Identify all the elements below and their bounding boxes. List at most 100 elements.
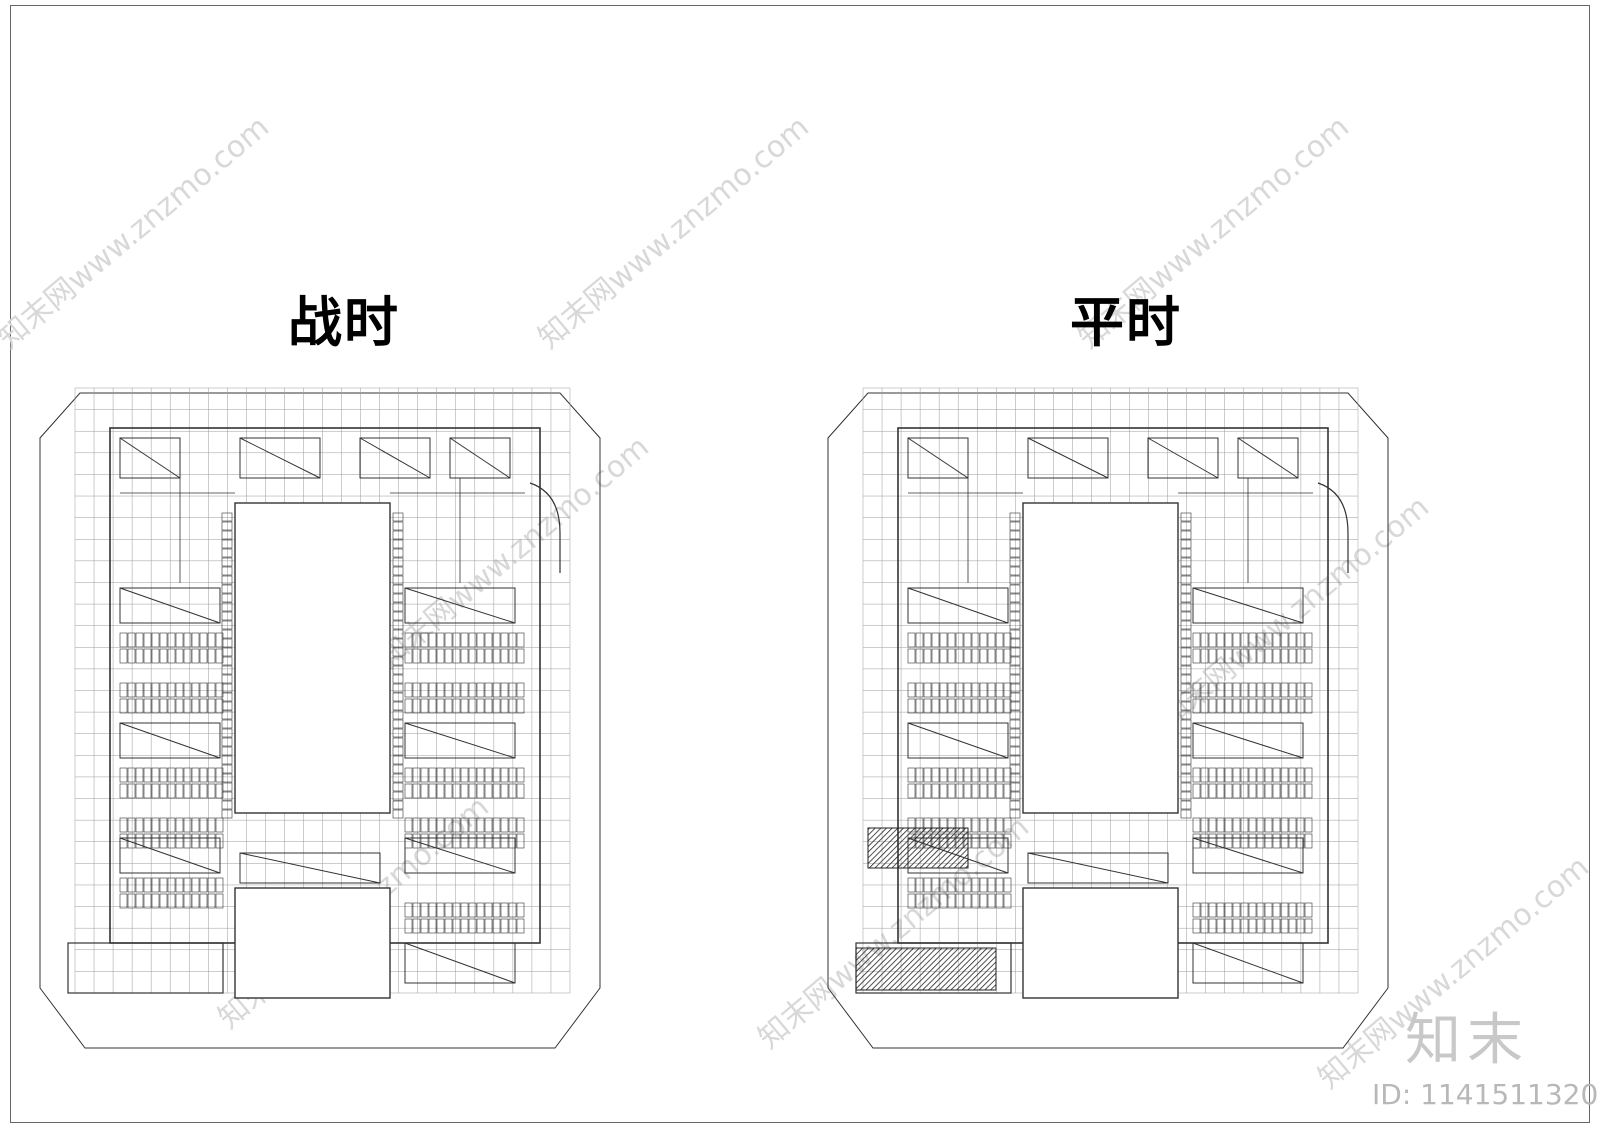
parking-stall — [404, 682, 413, 698]
parking-stall — [392, 683, 404, 693]
parking-stall — [183, 767, 192, 783]
parking-stall — [971, 783, 980, 799]
parking-stall — [907, 767, 916, 783]
parking-stall — [1224, 767, 1233, 783]
parking-stall — [183, 698, 192, 714]
parking-stall — [1192, 918, 1201, 934]
parking-stall — [404, 918, 413, 934]
parking-stall — [1180, 548, 1192, 558]
parking-stall — [1264, 783, 1273, 799]
parking-stall — [452, 833, 461, 849]
parking-stall — [119, 648, 128, 664]
parking-stall — [452, 698, 461, 714]
parking-stall — [1200, 632, 1209, 648]
central-courtyard — [1022, 502, 1179, 814]
parking-stall — [1180, 647, 1192, 657]
parking-stall — [1240, 817, 1249, 833]
parking-stall — [963, 783, 972, 799]
parking-stall — [1240, 767, 1249, 783]
parking-stall — [508, 632, 517, 648]
parking-stall — [1208, 902, 1217, 918]
parking-stall — [175, 632, 184, 648]
parking-stall — [1280, 767, 1289, 783]
parking-stall — [947, 767, 956, 783]
parking-stall — [987, 817, 996, 833]
parking-stall — [1280, 833, 1289, 849]
parking-stall — [1240, 682, 1249, 698]
parking-stall — [1009, 809, 1021, 819]
parking-stall — [476, 817, 485, 833]
parking-stall — [175, 648, 184, 664]
parking-stall — [1288, 632, 1297, 648]
parking-stall — [939, 767, 948, 783]
parking-stall — [1264, 902, 1273, 918]
parking-stall — [1180, 611, 1192, 621]
parking-stall — [1192, 648, 1201, 664]
parking-stall — [1180, 575, 1192, 585]
core-room-diagonal — [1237, 437, 1299, 479]
parking-stall — [191, 648, 200, 664]
parking-stall — [159, 817, 168, 833]
parking-stall — [516, 918, 525, 934]
parking-stall — [931, 783, 940, 799]
parking-stall — [995, 877, 1004, 893]
parking-stall — [151, 698, 160, 714]
parking-stall — [939, 682, 948, 698]
parking-stall — [1180, 755, 1192, 765]
parking-stall — [1180, 728, 1192, 738]
parking-stall — [167, 783, 176, 799]
parking-stall — [1216, 833, 1225, 849]
parking-stall — [995, 833, 1004, 849]
parking-stall — [1009, 710, 1021, 720]
parking-stall — [444, 918, 453, 934]
parking-stall — [1192, 783, 1201, 799]
parking-stall — [1248, 767, 1257, 783]
parking-stall — [392, 809, 404, 819]
parking-stall — [947, 877, 956, 893]
parking-stall — [119, 698, 128, 714]
parking-stall — [468, 783, 477, 799]
parking-stall — [492, 682, 501, 698]
parking-stall — [167, 682, 176, 698]
parking-stall — [923, 783, 932, 799]
parking-stall — [963, 893, 972, 909]
parking-stall — [484, 817, 493, 833]
parking-stall — [1224, 783, 1233, 799]
parking-stall — [476, 682, 485, 698]
parking-stall — [1248, 817, 1257, 833]
core-room — [907, 437, 969, 479]
parking-stall — [119, 783, 128, 799]
parking-stall — [500, 833, 509, 849]
parking-stall — [1216, 632, 1225, 648]
parking-stall — [428, 767, 437, 783]
partitions — [120, 478, 525, 583]
parking-stall — [167, 767, 176, 783]
parking-stall — [135, 783, 144, 799]
core-room-diagonal — [907, 722, 1009, 759]
parking-stall — [995, 698, 1004, 714]
parking-stall — [923, 698, 932, 714]
parking-stall — [1224, 698, 1233, 714]
parking-stall — [119, 817, 128, 833]
parking-stall — [428, 817, 437, 833]
parking-stall — [1256, 902, 1265, 918]
parking-stall — [508, 648, 517, 664]
parking-stall — [516, 902, 525, 918]
parking-stall — [175, 682, 184, 698]
parking-stall — [221, 800, 233, 810]
parking-stall — [1009, 638, 1021, 648]
parking-stall — [1216, 767, 1225, 783]
parking-stall — [221, 620, 233, 630]
parking-stall — [428, 918, 437, 934]
parking-stall — [221, 710, 233, 720]
parking-stall — [1264, 682, 1273, 698]
parking-stall — [199, 877, 208, 893]
site-boundary — [827, 392, 1389, 1049]
parking-stall — [1208, 682, 1217, 698]
parking-stall — [143, 698, 152, 714]
hatched-area — [867, 827, 969, 869]
parking-stall — [444, 833, 453, 849]
parking-stall — [1240, 918, 1249, 934]
parking-stall — [1180, 665, 1192, 675]
